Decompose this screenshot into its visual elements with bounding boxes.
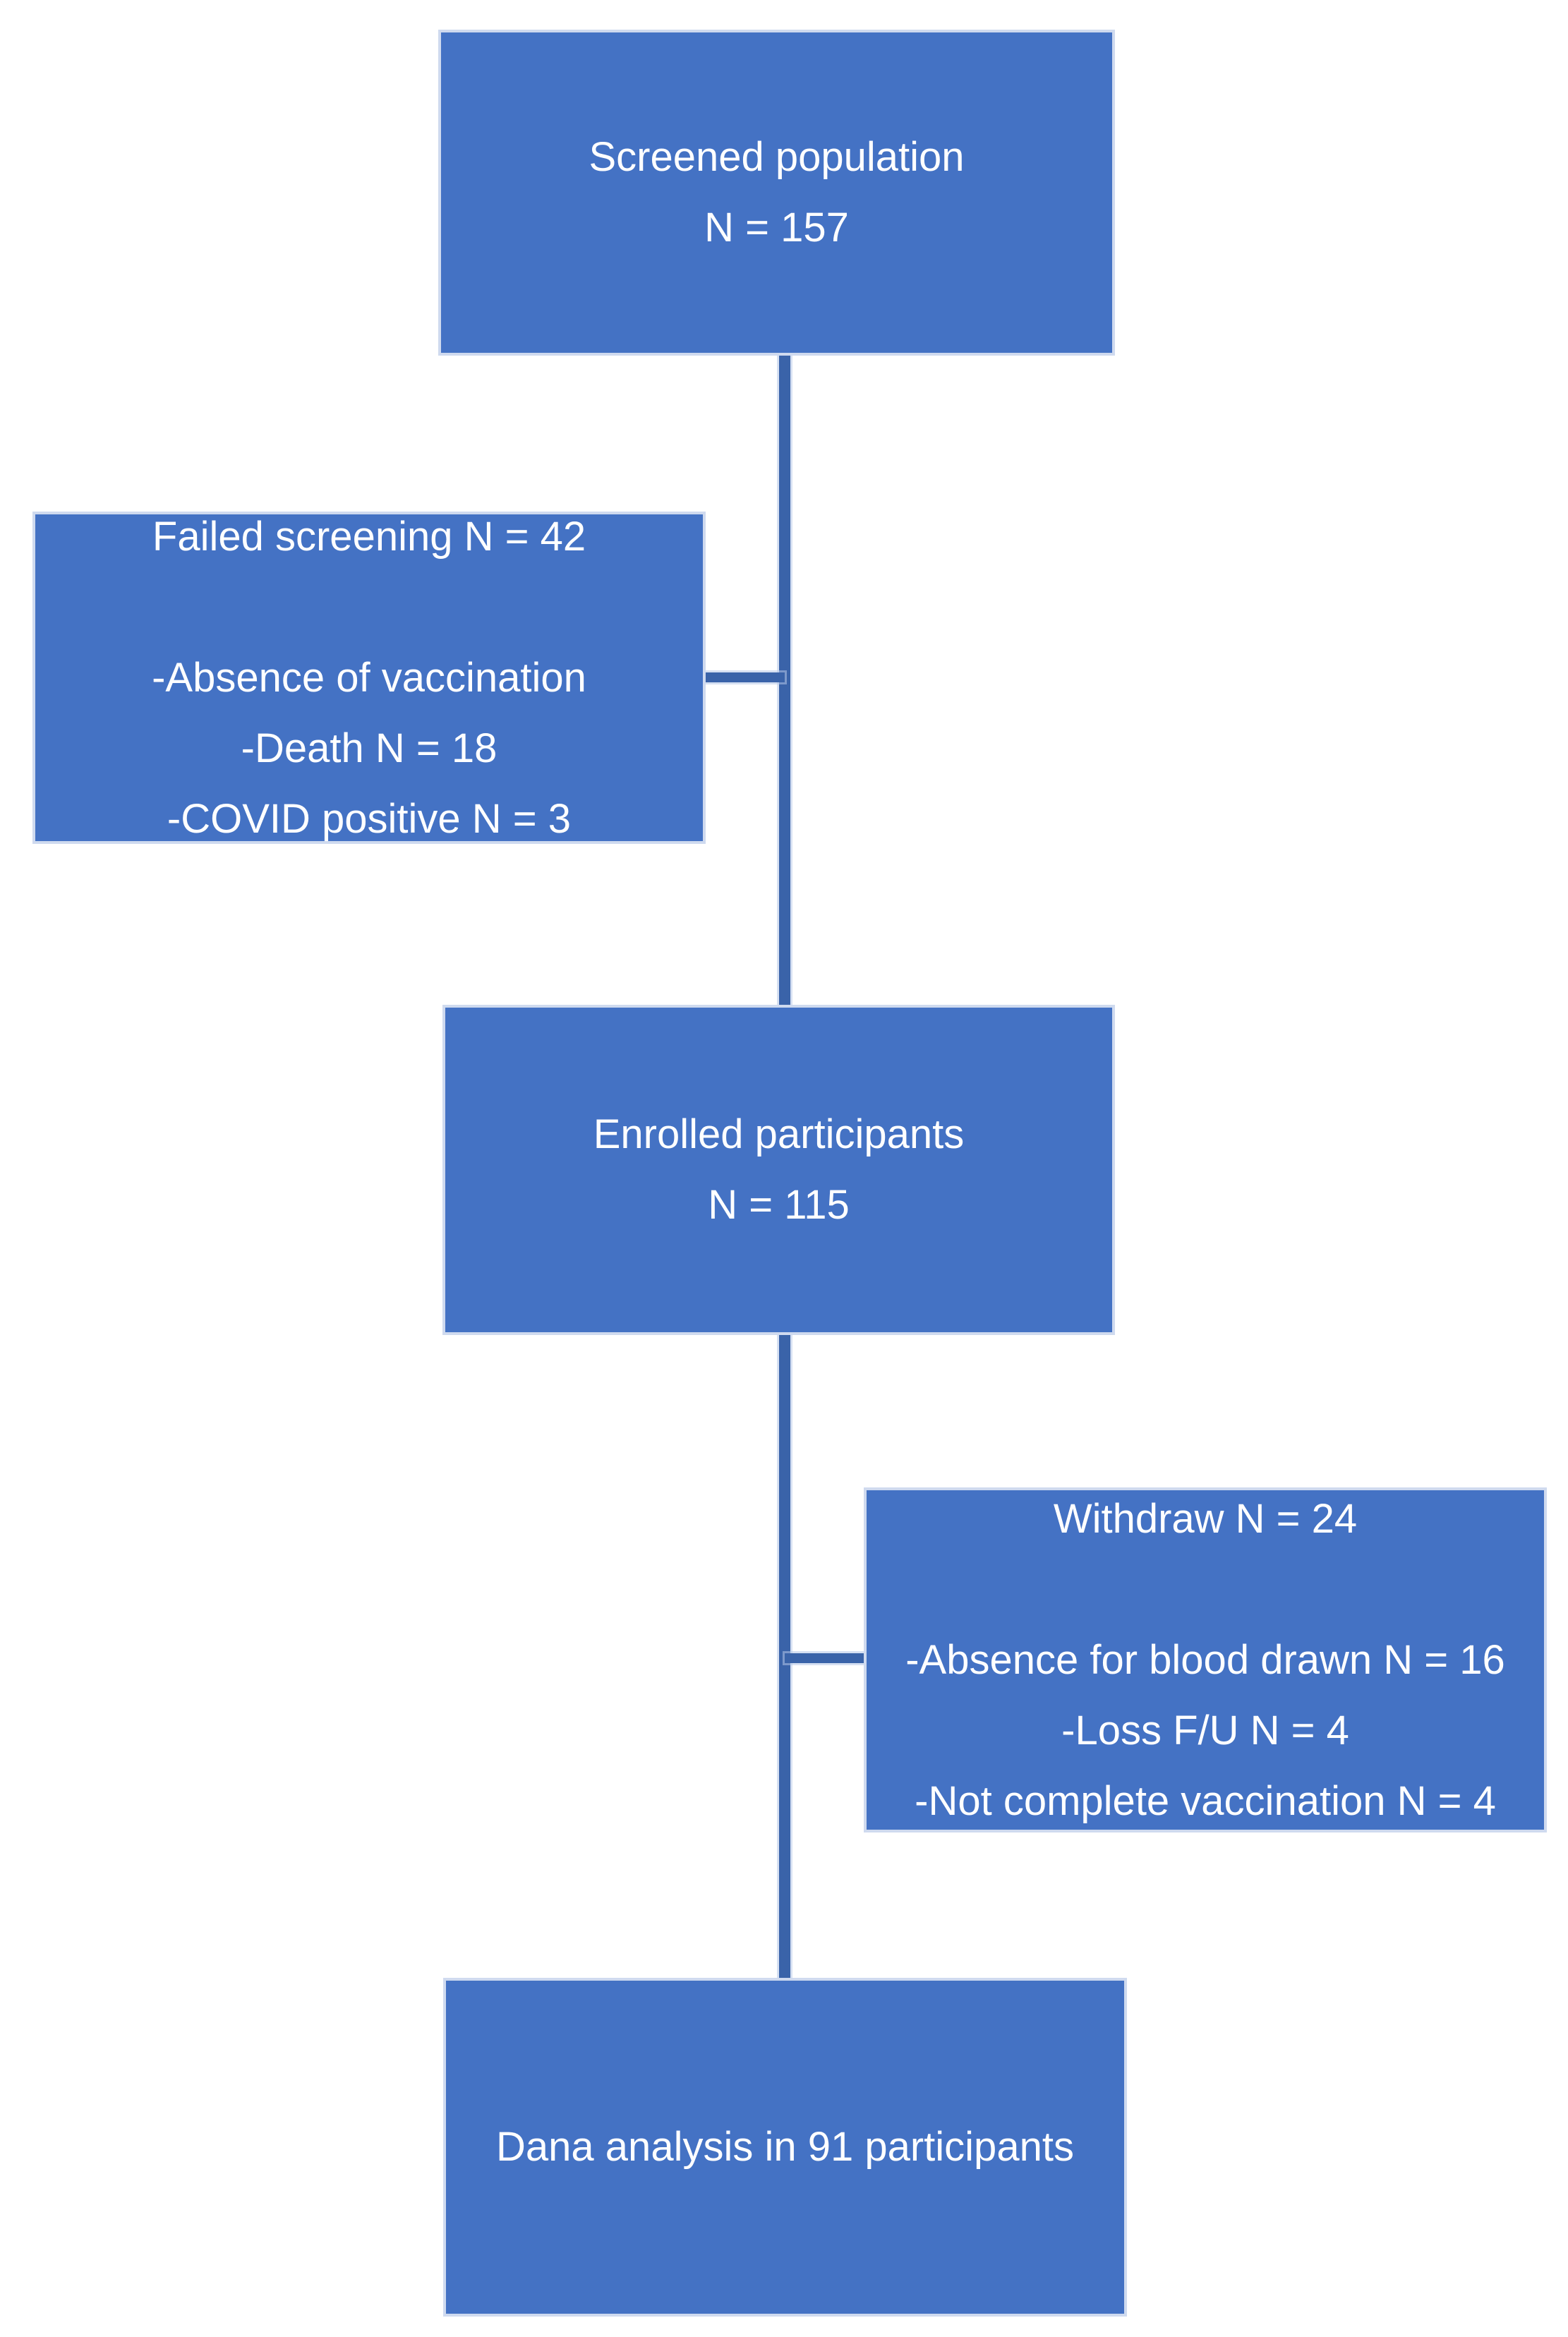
box-text-line: -Death N = 18 (241, 725, 497, 771)
box-text-line: -Loss F/U N = 4 (1061, 1707, 1349, 1753)
box-text-line: Dana analysis in 91 participants (496, 2124, 1074, 2170)
box-text-line: -Not complete vaccination N = 4 (915, 1777, 1496, 1824)
box-text-line: N = 157 (704, 205, 849, 250)
box-data-analysis: Dana analysis in 91 participants (443, 1978, 1127, 2317)
box-text-line: -COVID positive N = 3 (167, 795, 572, 842)
connector-failed-screening-branch (706, 672, 785, 682)
box-text-line: Screened population (589, 134, 965, 180)
box-text-line: Failed screening N = 42 (152, 513, 586, 560)
box-text-line: Withdraw N = 24 (1053, 1495, 1358, 1542)
box-screened-population: Screened population N = 157 (438, 30, 1115, 356)
box-text-line: N = 115 (708, 1182, 850, 1228)
connector-screened-to-enrolled (779, 355, 790, 1005)
box-failed-screening: Failed screening N = 42 -Absence of vacc… (32, 512, 706, 844)
box-text-line: -Absence of vaccination (152, 654, 586, 701)
box-text-line: -Absence for blood drawn N = 16 (905, 1636, 1505, 1683)
box-enrolled-participants: Enrolled participants N = 115 (442, 1005, 1115, 1335)
box-withdraw: Withdraw N = 24 -Absence for blood drawn… (864, 1487, 1547, 1832)
connector-withdraw-branch (785, 1653, 865, 1663)
box-text-line: Enrolled participants (593, 1111, 965, 1157)
